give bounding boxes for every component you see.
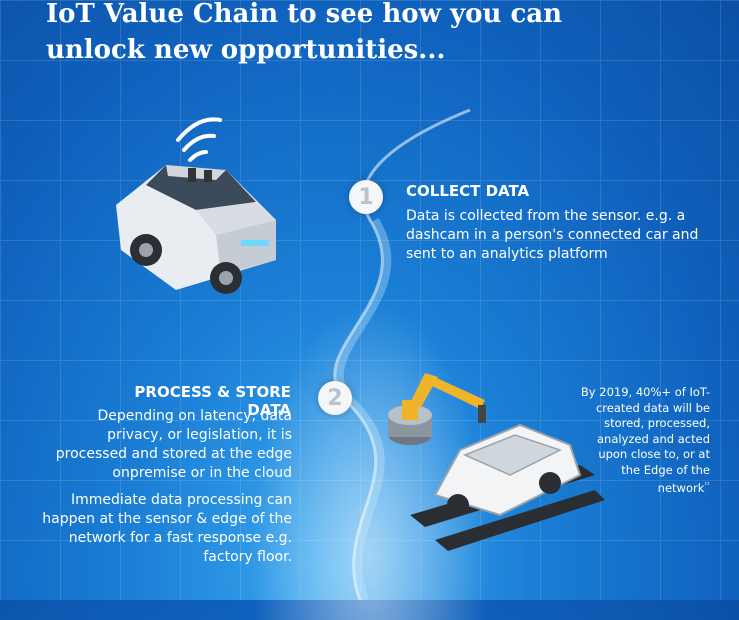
edge-statistic-text: By 2019, 40%+ of IoT-created data will b… [580, 385, 710, 495]
step-1-title: COLLECT DATA [406, 182, 530, 200]
connected-car-icon [116, 117, 276, 294]
light-glow [250, 300, 490, 620]
step-2-text-1: Depending on latency, data privacy, or l… [55, 408, 292, 481]
step-2-badge: 2 [318, 381, 352, 415]
edge-statistic: By 2019, 40%+ of IoT-created data will b… [576, 385, 710, 496]
step-2-title: PROCESS & STORE DATA [134, 383, 291, 419]
step-2-text-2: Immediate data processing can happen at … [42, 492, 292, 565]
step-1-text: Data is collected from the sensor. e.g. … [406, 208, 699, 262]
wifi-icon [176, 117, 222, 162]
step-1-badge: 1 [349, 180, 383, 214]
footnote-marker: ¹¹ [704, 481, 710, 489]
robot-arm-icon [388, 373, 605, 551]
page-title: IoT Value Chain to see how you can unloc… [46, 0, 563, 65]
